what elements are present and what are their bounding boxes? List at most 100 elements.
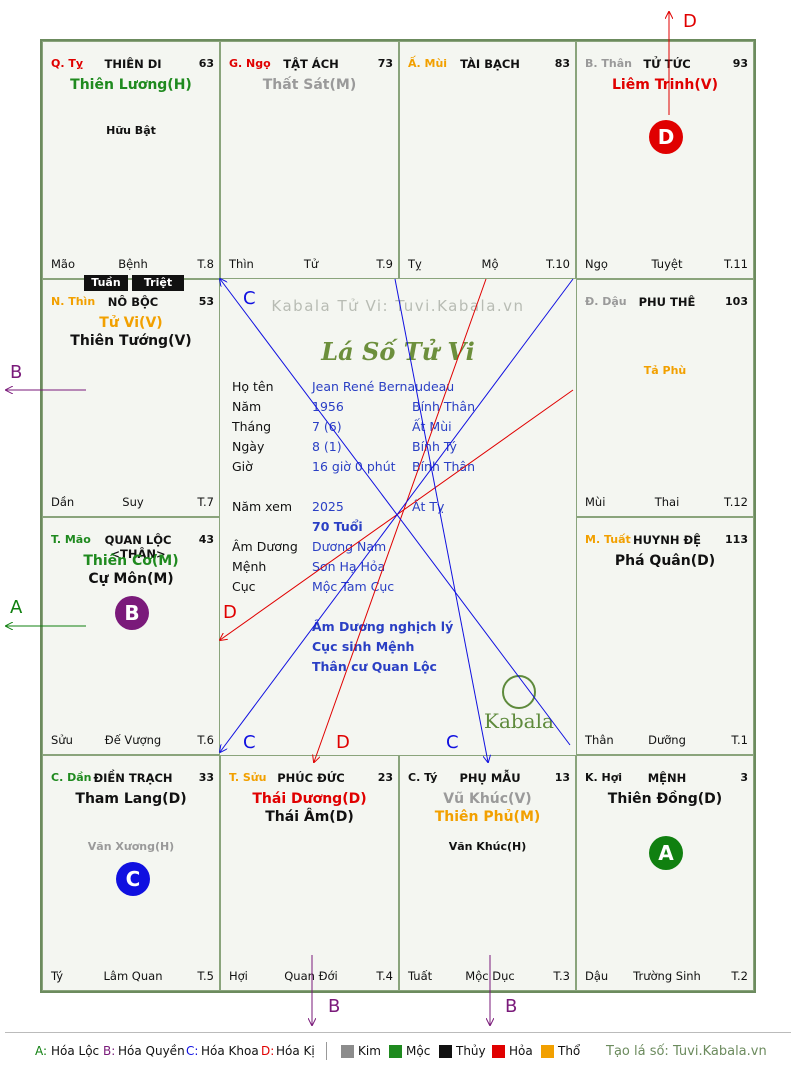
palace-branch: Dần xyxy=(51,495,75,509)
value-ho-ten: Jean René Bernaudeau xyxy=(312,379,455,394)
swatch-hoa xyxy=(492,1045,505,1058)
palace-number: 63 xyxy=(198,57,214,70)
palace-stage: Dưỡng xyxy=(648,733,686,747)
palace-no-boc[interactable]: N. Thìn NÔ BỘC 53 Tử Vi(V) Thiên Tướng(V… xyxy=(42,279,220,517)
palace-tu-tuc[interactable]: B. Thân TỬ TỨC 93 Liêm Trinh(V) D Ngọ Tu… xyxy=(576,41,754,279)
palace-stage: Đế Vượng xyxy=(104,733,162,747)
value-ngay: 8 (1) xyxy=(312,439,342,454)
palace-name: HUYNH ĐỆ xyxy=(632,533,702,547)
palace-number: 43 xyxy=(198,533,214,546)
minor-star: Hữu Bật xyxy=(106,124,156,137)
palace-can-chi: T. Mão xyxy=(51,533,91,546)
label-ngay: Ngày xyxy=(232,439,265,454)
palace-stage: Suy xyxy=(122,495,144,509)
palace-branch: Thìn xyxy=(229,257,254,271)
main-star: Thiên Lương(H) xyxy=(70,77,192,93)
palace-phuc-duc[interactable]: T. Sửu PHÚC ĐỨC 23 Thái Dương(D) Thái Âm… xyxy=(220,755,399,991)
legend-c-text: Hóa Khoa xyxy=(201,1044,259,1058)
label-menh: Mệnh xyxy=(232,559,267,574)
label-c-3: C xyxy=(446,732,459,753)
palace-can-chi: G. Ngọ xyxy=(229,57,271,70)
palace-can-chi: B. Thân xyxy=(585,57,632,70)
value-cuc: Mộc Tam Cục xyxy=(312,579,395,594)
legend-b-text: Hóa Quyền xyxy=(118,1044,185,1058)
palace-name: PHU THÊ xyxy=(638,295,696,309)
palace-number: 113 xyxy=(725,533,748,546)
legend-d-text: Hóa Kị xyxy=(276,1044,315,1058)
label-c-1: C xyxy=(243,288,256,309)
palace-name: THIÊN DI xyxy=(104,57,162,71)
palace-tat-ach[interactable]: G. Ngọ TẬT ÁCH 73 Thất Sát(M) Thìn Tử T.… xyxy=(220,41,399,279)
center-title: Lá Số Tử Vi xyxy=(321,337,475,366)
value-am-duong: Dương Nam xyxy=(312,539,387,554)
label-bottom-b1: B xyxy=(328,996,341,1017)
line-c-3 xyxy=(394,278,488,762)
label-d-2: D xyxy=(336,732,350,753)
palace-age: T.4 xyxy=(376,969,393,983)
palace-number: 93 xyxy=(732,57,748,70)
main-star: Phá Quân(D) xyxy=(614,553,716,569)
palace-number: 83 xyxy=(554,57,570,70)
palace-age: T.12 xyxy=(724,495,748,509)
legend-d-key: D: xyxy=(261,1044,275,1058)
note-am-duong: Âm Dương nghịch lý xyxy=(312,619,454,634)
palace-age: T.11 xyxy=(724,257,748,271)
legend-bar: A: Hóa Lộc B: Hóa Quyền C: Hóa Khoa D: H… xyxy=(0,1030,796,1070)
swatch-moc xyxy=(389,1045,402,1058)
label-c-2: C xyxy=(243,732,256,753)
main-star: Thiên Cơ(M) xyxy=(83,553,179,569)
center-info-panel: Kabala Tử Vi: Tuvi.Kabala.vn Lá Số Tử Vi… xyxy=(220,279,576,756)
palace-name: QUAN LỘC <THÂN> xyxy=(104,533,172,561)
palace-phu-mau[interactable]: C. Tý PHỤ MẪU 13 Vũ Khúc(V) Thiên Phủ(M)… xyxy=(399,755,576,991)
legend-divider xyxy=(326,1042,327,1060)
palace-huynh-de[interactable]: M. Tuất HUYNH ĐỆ 113 Phá Quân(D) Thân Dư… xyxy=(576,517,754,755)
palace-menh[interactable]: K. Hợi MỆNH 3 Thiên Đồng(D) A Dậu Trường… xyxy=(576,755,754,991)
palace-stage: Lâm Quan xyxy=(103,969,163,983)
value-thang-can-chi: Ất Mùi xyxy=(412,419,452,434)
palace-branch: Thân xyxy=(585,733,614,747)
swatch-thuy xyxy=(439,1045,452,1058)
palace-number: 73 xyxy=(377,57,393,70)
legend-a-text: Hóa Lộc xyxy=(51,1044,100,1058)
main-star: Thái Dương(D) xyxy=(252,791,367,807)
label-nam: Năm xyxy=(232,399,262,414)
palace-can-chi: Q. Tỵ xyxy=(51,57,84,70)
line-d-1 xyxy=(314,278,487,762)
palace-number: 13 xyxy=(554,771,570,784)
label-top-d: D xyxy=(683,11,697,32)
palace-can-chi: C. Tý xyxy=(408,771,438,784)
palace-age: T.5 xyxy=(197,969,214,983)
hoa-loc-circle: A xyxy=(649,836,683,870)
legend-site-link[interactable]: Tạo lá số: Tuvi.Kabala.vn xyxy=(606,1044,767,1059)
triet-badge: Triệt xyxy=(132,275,184,291)
palace-can-chi: T. Sửu xyxy=(229,771,267,784)
label-nam-xem: Năm xem xyxy=(232,499,293,514)
legend-moc: Mộc xyxy=(406,1044,431,1058)
palace-age: T.7 xyxy=(197,495,214,509)
palace-name: TÀI BẠCH xyxy=(460,57,520,71)
arrow-overlay xyxy=(0,0,796,1030)
palace-can-chi: Ấ. Mùi xyxy=(408,57,448,70)
value-menh: Sơn Hạ Hỏa xyxy=(312,559,386,574)
main-star: Cự Môn(M) xyxy=(88,571,174,587)
palace-tai-bach[interactable]: Ấ. Mùi TÀI BẠCH 83 Tỵ Mộ T.10 xyxy=(399,41,576,279)
line-c-2 xyxy=(220,278,574,752)
palace-stage: Tuyệt xyxy=(651,257,683,271)
swatch-kim xyxy=(341,1045,354,1058)
palace-name: MỆNH xyxy=(647,771,687,785)
main-star: Thiên Đồng(D) xyxy=(607,791,723,807)
palace-quan-loc[interactable]: T. Mão QUAN LỘC <THÂN> 43 Thiên Cơ(M) Cự… xyxy=(42,517,220,755)
palace-dien-trach[interactable]: C. Dần ĐIỀN TRẠCH 33 Tham Lang(D) Văn Xư… xyxy=(42,755,220,991)
palace-name: TỬ TỨC xyxy=(643,57,691,71)
legend-thuy: Thủy xyxy=(456,1044,486,1058)
palace-can-chi: K. Hợi xyxy=(585,771,623,784)
palace-phu-the[interactable]: Đ. Dậu PHU THÊ 103 Tả Phù Mùi Thai T.12 xyxy=(576,279,754,517)
swatch-tho xyxy=(541,1045,554,1058)
label-thang: Tháng xyxy=(232,419,272,434)
palace-thien-di[interactable]: Q. Tỵ THIÊN DI 63 Thiên Lương(H) Hữu Bật… xyxy=(42,41,220,279)
main-star: Thiên Phủ(M) xyxy=(434,809,541,825)
main-star: Thái Âm(D) xyxy=(265,809,354,825)
hoa-khoa-circle: C xyxy=(116,862,150,896)
label-am-duong: Âm Dương xyxy=(232,539,298,554)
label-d-1: D xyxy=(223,602,237,623)
